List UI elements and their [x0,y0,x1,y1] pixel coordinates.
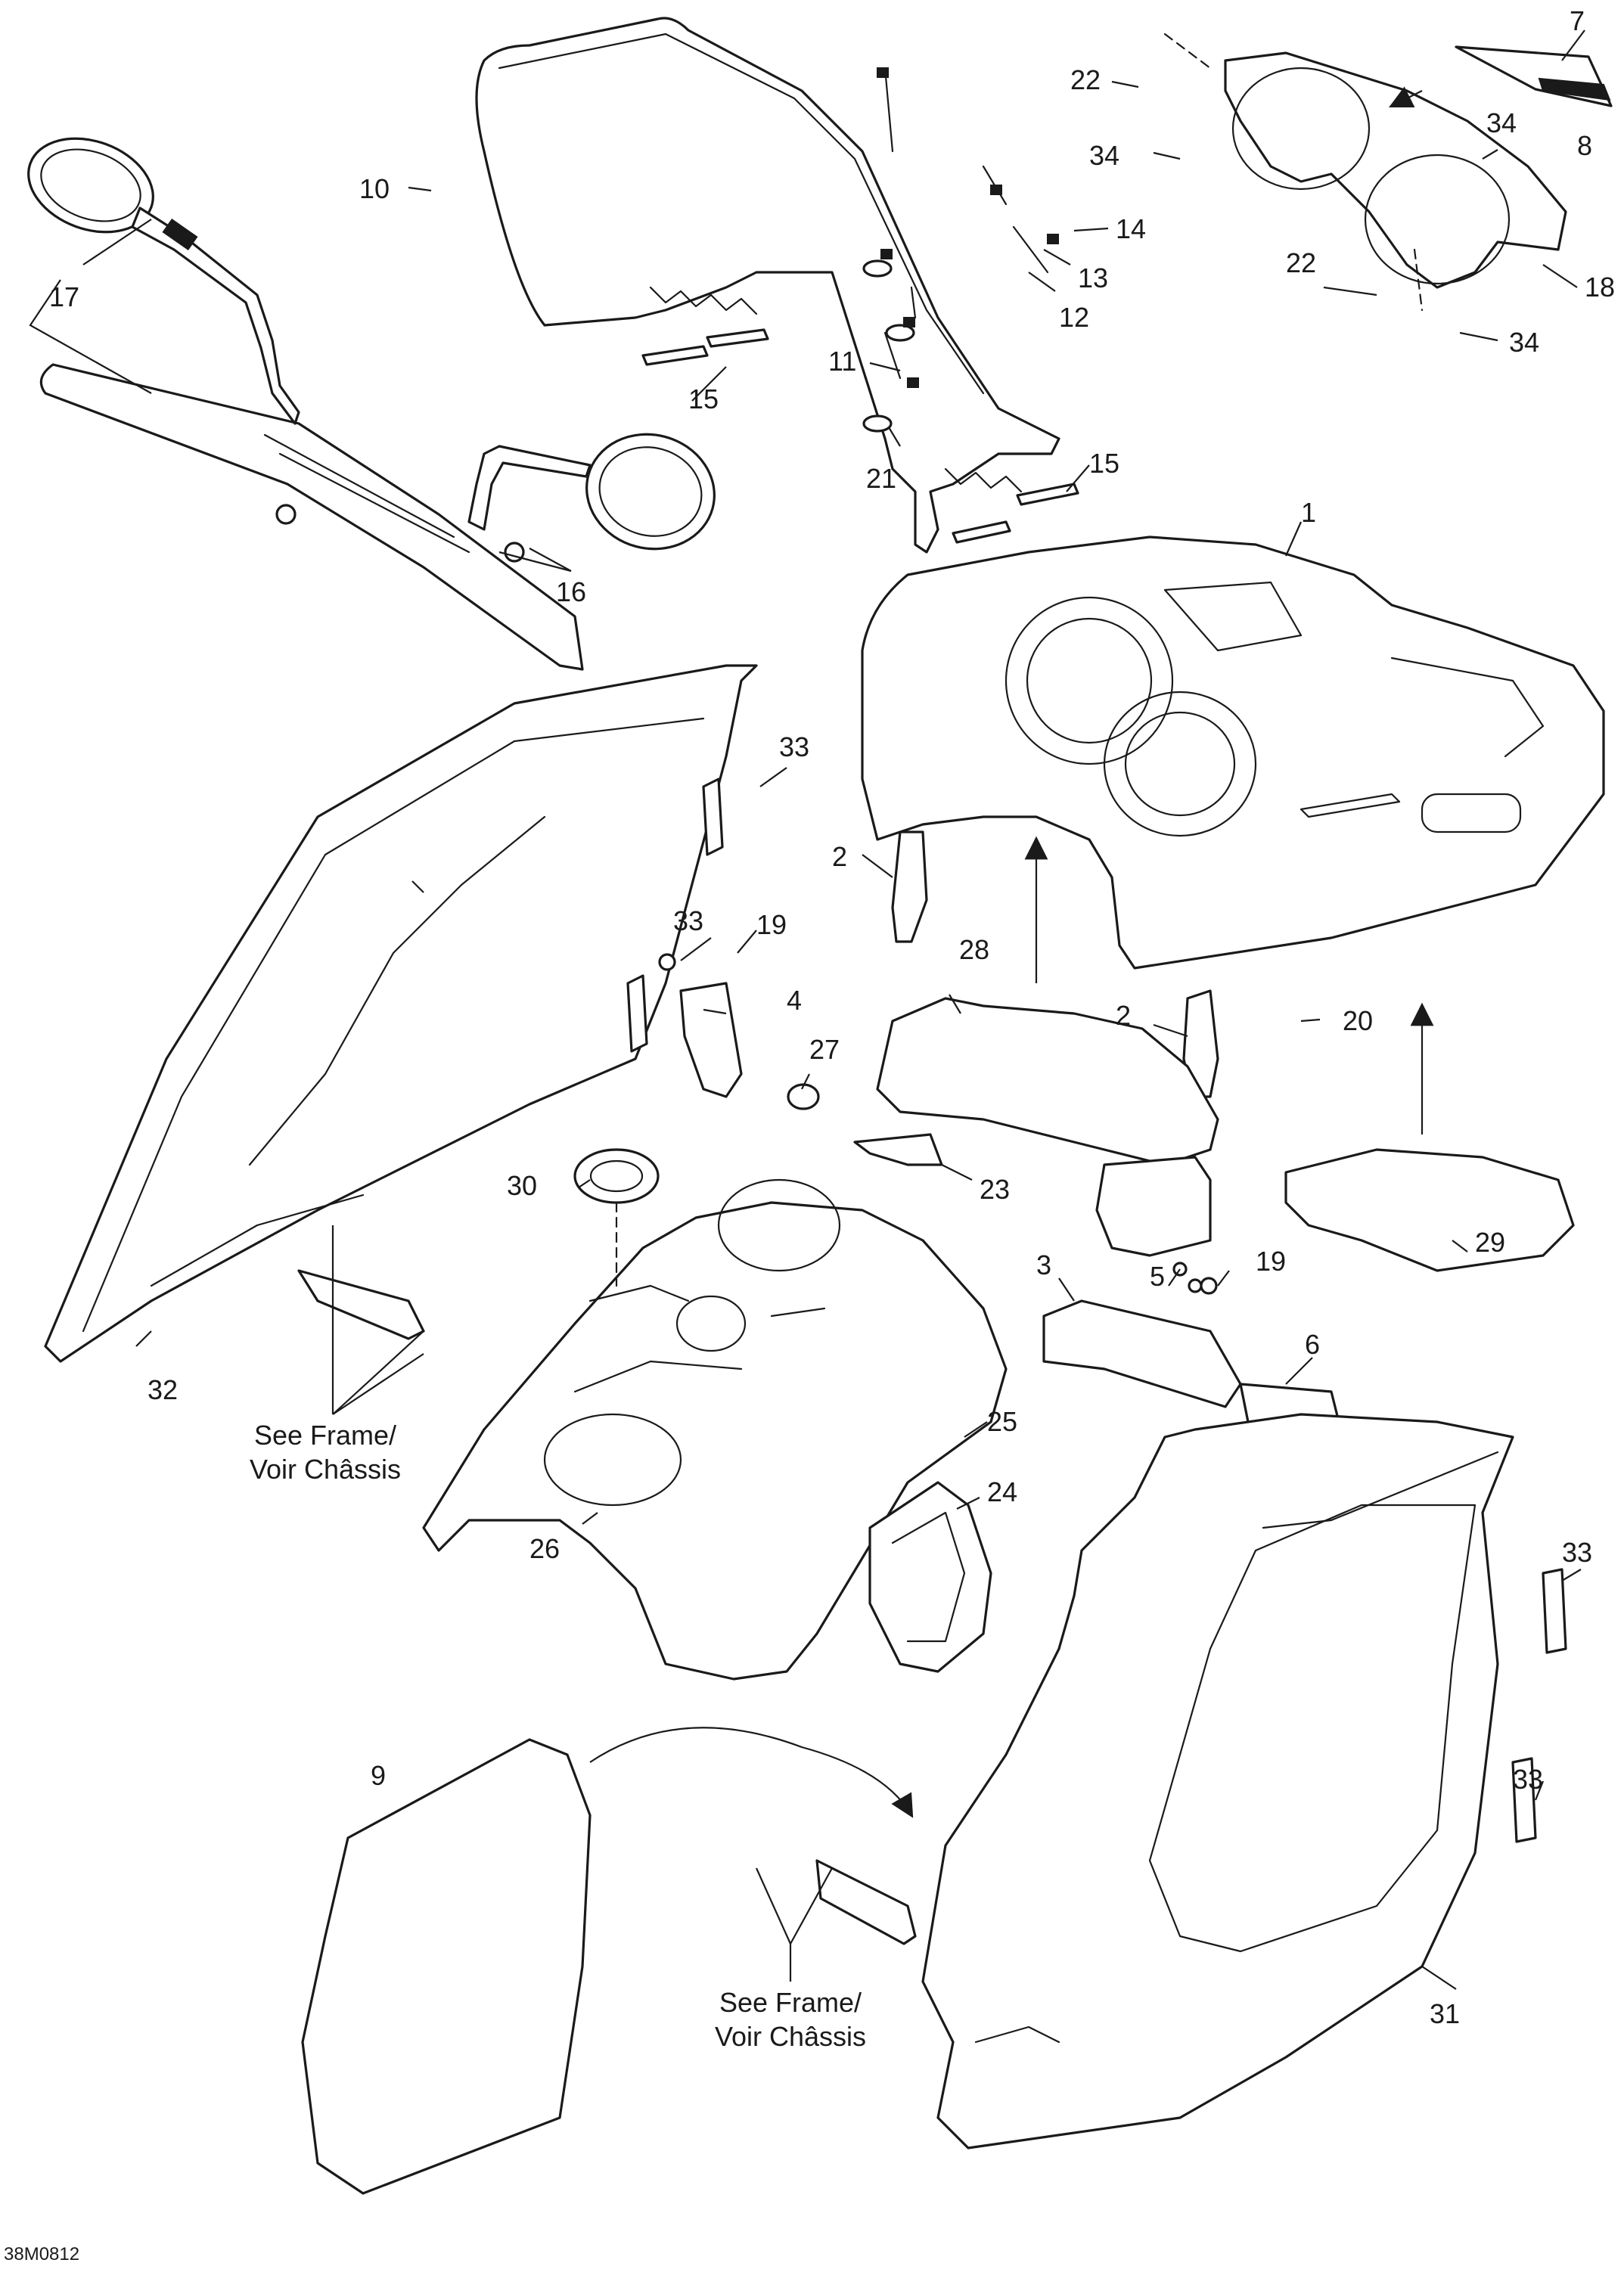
callout-25: 25 [987,1406,1017,1437]
frame-note-right: See Frame/ Voir Châssis [715,1987,866,2052]
cap-27 [787,1083,820,1110]
callout-19-lower: 19 [1256,1246,1286,1277]
callout-11: 11 [828,346,856,377]
callout-4: 4 [787,985,802,1016]
windshield [475,17,1060,554]
gauge-support [1224,45,1613,289]
trim-strips [626,778,1567,1843]
clip-23 [853,1133,943,1166]
callout-33-c: 33 [1562,1537,1592,1568]
callout-22-lower: 22 [1286,247,1316,278]
callout-12: 12 [1059,302,1089,333]
callout-20: 20 [1343,1005,1373,1036]
brackets-3-6 [1042,1262,1340,1439]
callout-2-right: 2 [1116,1000,1131,1031]
bracket-4 [658,953,743,1098]
callout-1: 1 [1301,497,1316,528]
callout-8: 8 [1577,130,1592,161]
left-side-panel [44,664,758,1363]
callout-30: 30 [507,1170,537,1201]
callout-21: 21 [866,463,896,494]
frame-note-left: See Frame/ Voir Châssis [250,1420,401,1485]
callout-27: 27 [809,1034,840,1065]
callout-13: 13 [1078,262,1108,293]
pad-9 [301,1738,592,2195]
callout-22-upper: 22 [1070,64,1101,95]
callout-9: 9 [371,1760,386,1791]
handlebar-mirror-assembly [27,137,716,671]
callout-6: 6 [1305,1329,1320,1360]
ring-30 [573,1148,660,1204]
callout-33-a: 33 [779,731,809,762]
callout-14: 14 [1116,213,1146,244]
right-side-panel [921,1413,1514,2149]
upper-console [861,535,1605,970]
leader-lines [29,29,1585,1990]
guide-lines [615,33,1424,1287]
callout-15-upper: 15 [688,383,719,414]
latches [891,830,1219,1098]
callout-23: 23 [980,1174,1010,1205]
note-line-2: Voir Châssis [715,2021,866,2052]
callout-24: 24 [987,1476,1017,1507]
note-line-1: See Frame/ [719,1987,862,2018]
pads [876,997,1575,1272]
windshield-fasteners [862,67,1059,433]
note-line-2: Voir Châssis [250,1454,401,1485]
callout-labels: 1 2 2 3 4 5 6 7 8 9 10 11 12 13 14 15 15… [49,5,1615,2029]
callout-34-c: 34 [1509,327,1539,358]
callout-33-b: 33 [673,905,703,936]
diagram-code: 38M0812 [4,2244,79,2264]
windshield-clips [641,328,1079,544]
callout-34-b: 34 [1486,107,1517,138]
handles [297,1269,917,1945]
callout-19-upper: 19 [756,909,787,940]
callout-34-a: 34 [1089,140,1119,171]
callout-26: 26 [529,1533,560,1564]
callout-29: 29 [1475,1227,1505,1258]
callout-16: 16 [556,576,586,607]
inner-panel-24 [868,1481,992,1673]
callout-15-lower: 15 [1089,448,1119,479]
note-line-1: See Frame/ [254,1420,396,1451]
callout-28: 28 [959,934,989,965]
callout-31: 31 [1430,1998,1460,2029]
callout-3: 3 [1036,1249,1051,1280]
callout-33-d: 33 [1513,1764,1543,1795]
callout-18: 18 [1585,272,1615,303]
callout-10: 10 [359,173,390,204]
callout-5: 5 [1150,1261,1165,1292]
callout-17: 17 [49,281,79,312]
callout-32: 32 [147,1374,178,1405]
callout-7: 7 [1570,5,1585,36]
center-console [422,1178,1008,1681]
callout-2-left: 2 [832,841,847,872]
